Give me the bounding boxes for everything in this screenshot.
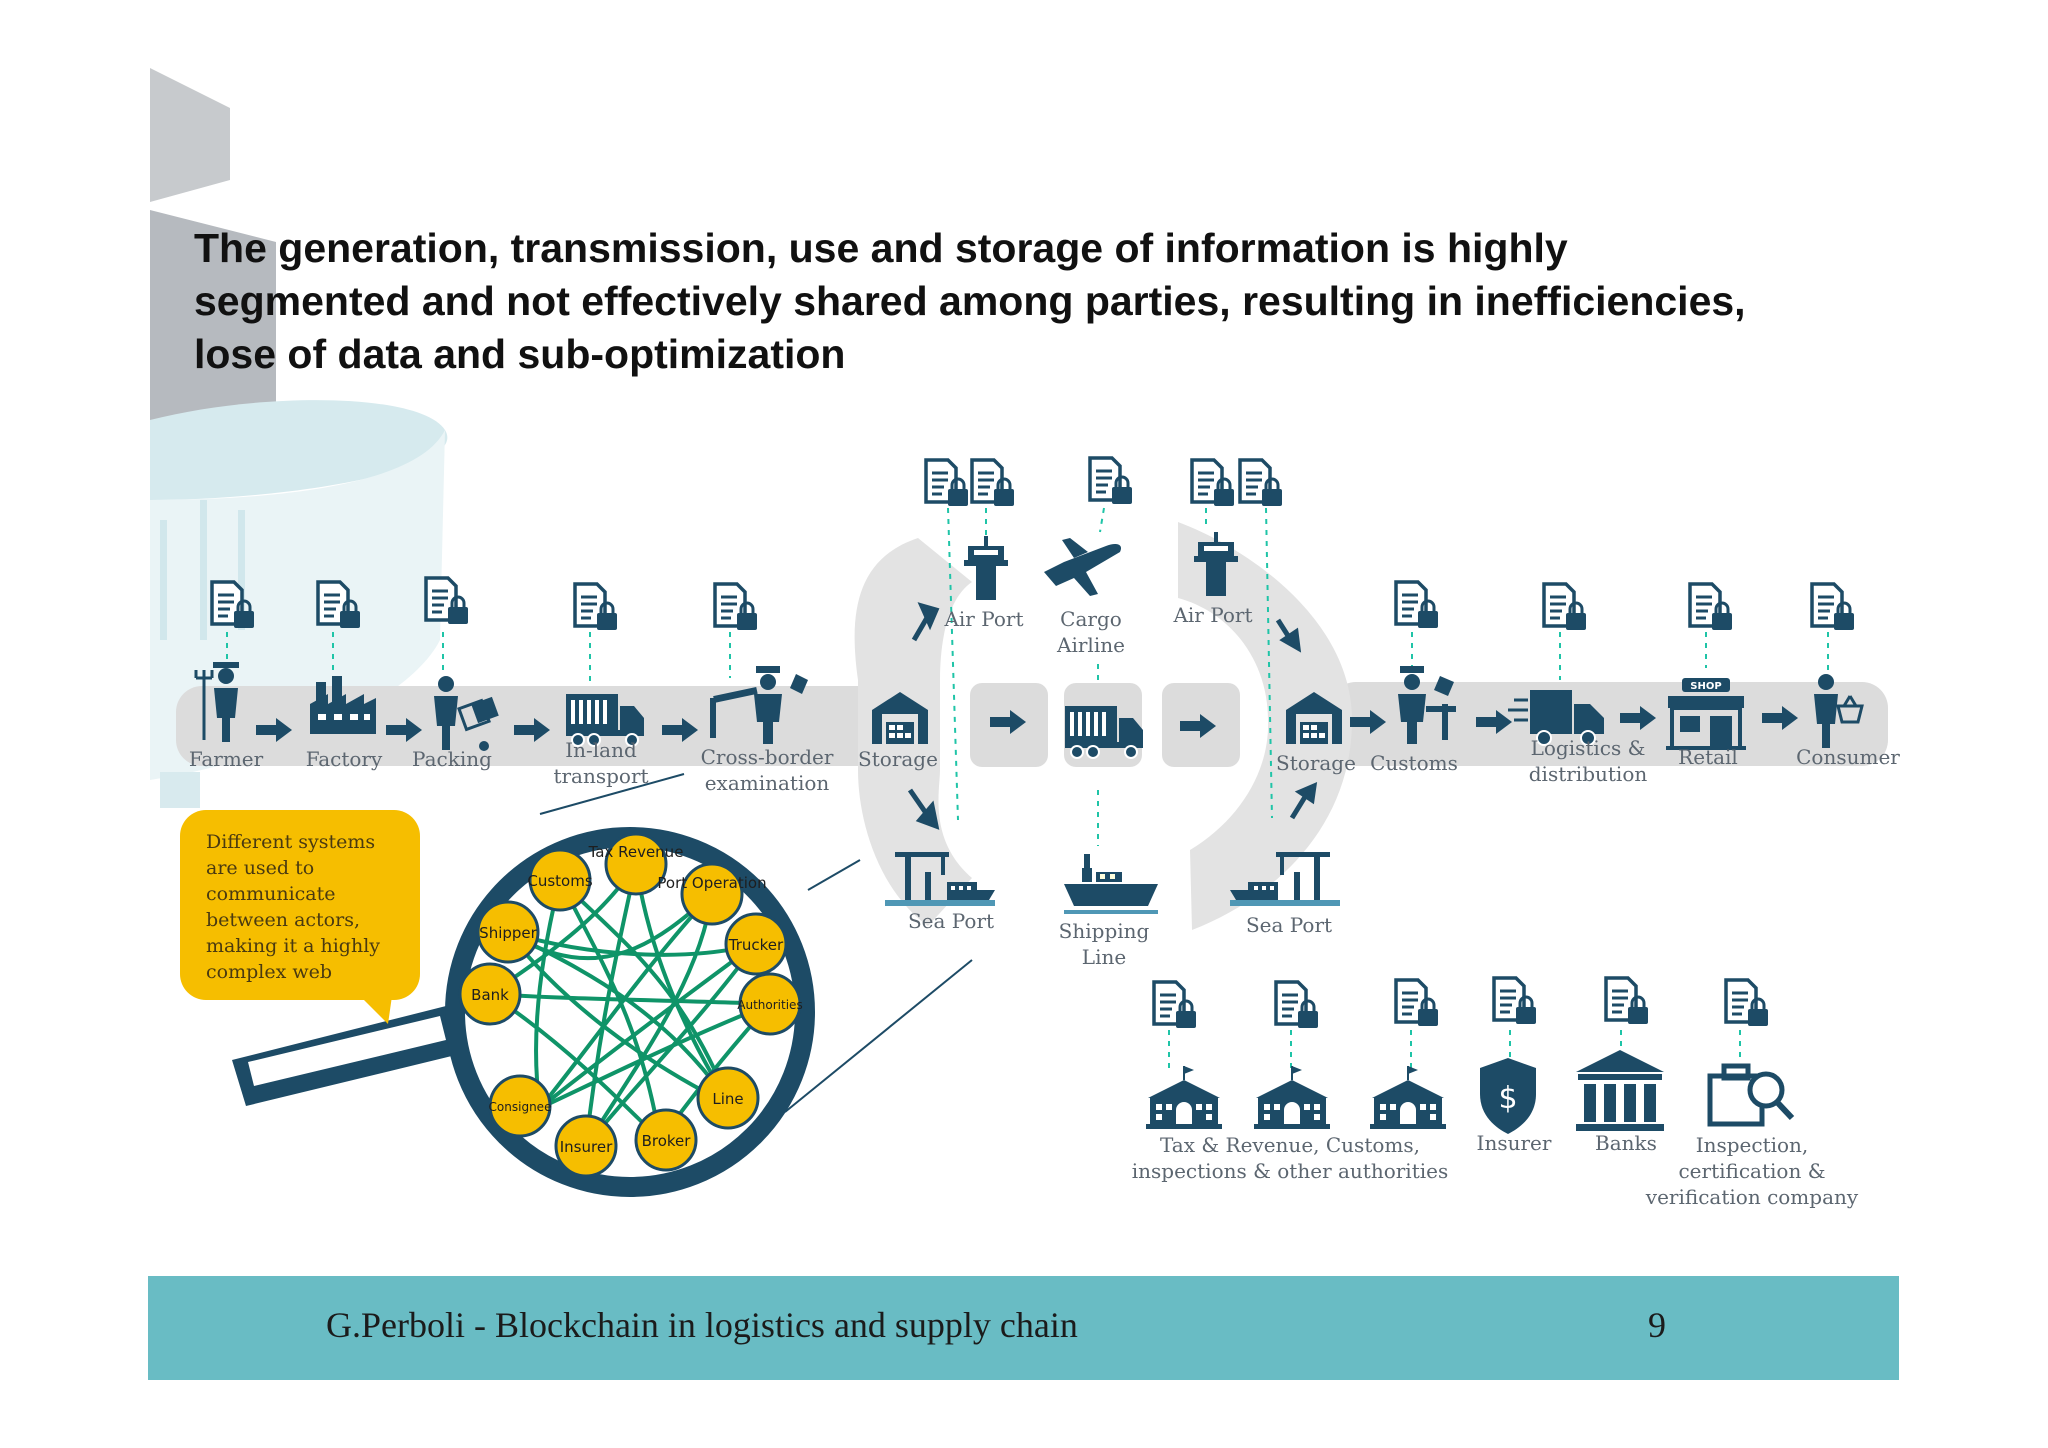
bank-icon	[1576, 1050, 1664, 1131]
packing-worker-icon	[434, 676, 499, 751]
node-broker: Broker	[642, 1132, 692, 1150]
headline-line-1: The generation, transmission, use and st…	[194, 225, 1568, 271]
headline-line-3: lose of data and sub-optimization	[194, 331, 846, 377]
air-tower-icon	[964, 536, 1008, 600]
footer-bar: G.Perboli - Blockchain in logistics and …	[148, 1276, 1899, 1380]
shopper-icon	[1814, 674, 1864, 748]
shield-dollar-icon: $	[1480, 1058, 1536, 1134]
label-packing: Packing	[412, 747, 492, 771]
label-farmer: Farmer	[189, 747, 264, 771]
document-lock-icon	[1394, 580, 1440, 630]
authorities-labels: Tax & Revenue, Customs,inspections & oth…	[1132, 1131, 1859, 1209]
document-lock-icon	[424, 576, 470, 626]
node-consignee: Consignee	[489, 1100, 552, 1114]
label-factory: Factory	[306, 747, 383, 771]
flow-arrows	[256, 602, 1798, 830]
label-seaport-left: Sea Port	[908, 909, 994, 933]
headline: The generation, transmission, use and st…	[194, 222, 1914, 381]
label-storage-1: Storage	[858, 747, 938, 771]
node-port-operation: Port Operation	[657, 874, 766, 892]
ship-icon	[1064, 854, 1158, 914]
callout-text: Different systems are used to communicat…	[206, 831, 386, 983]
node-insurer: Insurer	[560, 1138, 613, 1156]
customs-officer-icon	[1398, 666, 1456, 744]
airplane-icon	[1044, 538, 1122, 596]
document-lock-icon	[316, 580, 362, 630]
document-lock-icon	[1088, 456, 1134, 506]
node-trucker: Trucker	[728, 936, 784, 954]
label-logistics: Logistics &distribution	[1529, 736, 1648, 786]
node-bank: Bank	[471, 986, 509, 1004]
document-lock-icon	[1394, 978, 1440, 1028]
headline-line-2: segmented and not effectively shared amo…	[194, 278, 1746, 324]
node-customs: Customs	[527, 872, 592, 890]
label-retail: Retail	[1678, 745, 1738, 769]
document-lock-icon	[1152, 980, 1198, 1030]
border-officer-icon	[710, 666, 808, 744]
label-storage-2: Storage	[1276, 751, 1356, 775]
document-lock-icon	[970, 458, 1016, 508]
document-lock-icon	[1492, 976, 1538, 1026]
government-building-icon	[1369, 1065, 1447, 1130]
label-customs: Customs	[1370, 751, 1458, 775]
page-number: 9	[1648, 1305, 1666, 1345]
inspection-icon	[1707, 1063, 1795, 1127]
document-lock-icon	[1238, 458, 1284, 508]
document-lock-icon	[924, 458, 970, 508]
callout-bubble: Different systems are used to communicat…	[180, 810, 420, 1024]
label-airport-right: Air Port	[1172, 603, 1252, 627]
node-shipper: Shipper	[479, 924, 537, 942]
node-authorities: Authorities	[737, 998, 802, 1012]
government-building-icon	[1145, 1065, 1223, 1130]
document-lock-icon	[713, 582, 759, 632]
label-tax-authorities: Tax & Revenue, Customs,inspections & oth…	[1132, 1133, 1448, 1183]
farmer-icon	[194, 662, 239, 742]
node-tax-revenue: Tax Revenue	[588, 843, 684, 861]
government-building-icon	[1253, 1065, 1331, 1130]
document-lock-icon	[1724, 978, 1770, 1028]
shop-icon: SHOP	[1666, 678, 1746, 750]
factory-icon	[310, 676, 376, 734]
label-inspection: Inspection,certification &verification c…	[1645, 1133, 1859, 1209]
label-consumer: Consumer	[1796, 745, 1900, 769]
delivery-van-icon	[1508, 690, 1604, 746]
label-insurer: Insurer	[1477, 1131, 1552, 1155]
document-lock-icon	[1604, 976, 1650, 1026]
label-airport-left: Air Port	[943, 607, 1023, 631]
label-banks: Banks	[1595, 1131, 1657, 1155]
document-lock-icon	[573, 582, 619, 632]
svg-text:$: $	[1498, 1081, 1517, 1116]
document-lock-icon	[1810, 582, 1856, 632]
document-lock-icon	[1190, 458, 1236, 508]
shop-sign-text: SHOP	[1690, 681, 1721, 692]
footer-title: G.Perboli - Blockchain in logistics and …	[326, 1305, 1078, 1345]
document-lock-icon	[210, 580, 256, 630]
label-seaport-right: Sea Port	[1246, 913, 1332, 937]
document-lock-icon	[1688, 582, 1734, 632]
node-line: Line	[712, 1090, 743, 1108]
document-lock-icon	[1274, 980, 1320, 1030]
document-lock-icon	[1542, 582, 1588, 632]
magnifier-network: Customs Tax Revenue Port Operation Shipp…	[232, 827, 815, 1197]
